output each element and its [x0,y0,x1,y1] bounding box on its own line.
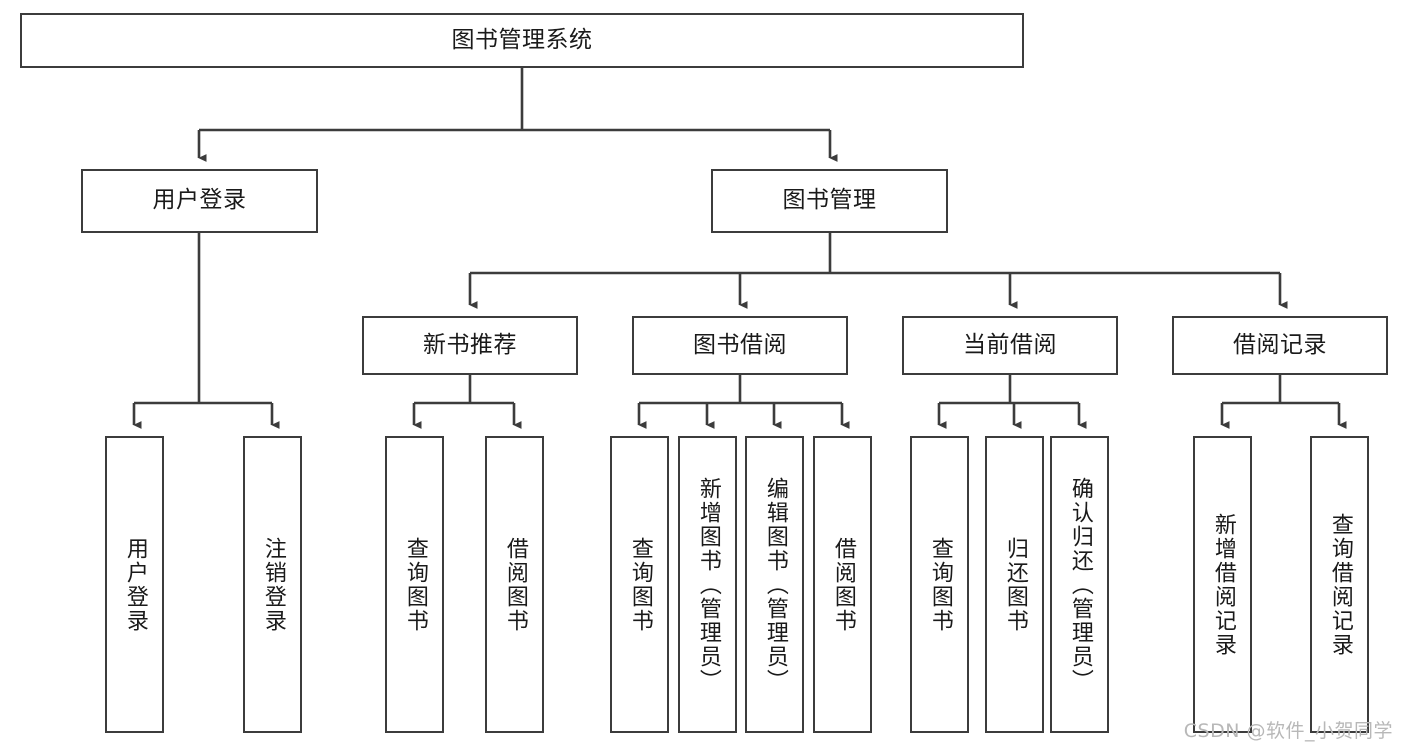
node-book-manage[interactable]: 图书管理 [711,169,948,233]
node-current-borrow[interactable]: 当前借阅 [902,316,1118,375]
leaf-query-book-2[interactable]: 查询图书 [610,436,669,733]
leaf-query-book-1-label: 查询图书 [402,536,428,633]
node-borrow-record-label: 借阅记录 [1233,331,1327,358]
leaf-query-record[interactable]: 查询借阅记录 [1310,436,1369,733]
node-root-system-label: 图书管理系统 [451,26,593,53]
node-book-manage-label: 图书管理 [782,187,877,214]
node-root-system[interactable]: 图书管理系统 [20,13,1024,68]
leaf-confirm-return[interactable]: 确认归还（管理员） [1050,436,1109,733]
node-user-login[interactable]: 用户登录 [81,169,318,233]
node-book-borrow-label: 图书借阅 [693,331,787,358]
edge-group-current-borrow [937,375,1087,429]
leaf-add-record-label: 新增借阅记录 [1210,512,1236,657]
leaf-return-book[interactable]: 归还图书 [985,436,1044,733]
leaf-query-book-2-label: 查询图书 [627,536,653,633]
leaf-query-book-1[interactable]: 查询图书 [385,436,444,733]
leaf-user-login[interactable]: 用户登录 [105,436,164,733]
edge-group-book-manage [468,233,1288,309]
leaf-borrow-book-2[interactable]: 借阅图书 [813,436,872,733]
node-new-book-recommend[interactable]: 新书推荐 [362,316,578,375]
edge-group-borrow-record [1220,375,1347,429]
leaf-query-record-label: 查询借阅记录 [1327,512,1353,657]
node-current-borrow-label: 当前借阅 [963,331,1057,358]
leaf-borrow-book-1-label: 借阅图书 [502,536,528,633]
leaf-query-book-3-label: 查询图书 [927,536,953,633]
leaf-add-book[interactable]: 新增图书（管理员） [678,436,737,733]
edge-group-book-borrow [637,375,850,429]
leaf-add-book-label: 新增图书（管理员） [695,476,721,693]
leaf-borrow-book-1[interactable]: 借阅图书 [485,436,544,733]
leaf-confirm-return-label: 确认归还（管理员） [1067,476,1093,693]
node-borrow-record[interactable]: 借阅记录 [1172,316,1388,375]
leaf-query-book-3[interactable]: 查询图书 [910,436,969,733]
leaf-borrow-book-2-label: 借阅图书 [830,536,856,633]
leaf-user-login-label: 用户登录 [122,536,148,633]
edge-group-root [197,68,838,162]
node-user-login-label: 用户登录 [152,187,247,214]
leaf-user-logout-label: 注销登录 [260,536,286,633]
edge-group-new-book-recommend [412,375,522,429]
leaf-edit-book-label: 编辑图书（管理员） [762,476,788,693]
edge-group-user-login [132,233,280,429]
leaf-return-book-label: 归还图书 [1002,536,1028,633]
node-new-book-recommend-label: 新书推荐 [423,331,517,358]
leaf-edit-book[interactable]: 编辑图书（管理员） [745,436,804,733]
leaf-user-logout[interactable]: 注销登录 [243,436,302,733]
leaf-add-record[interactable]: 新增借阅记录 [1193,436,1252,733]
node-book-borrow[interactable]: 图书借阅 [632,316,848,375]
